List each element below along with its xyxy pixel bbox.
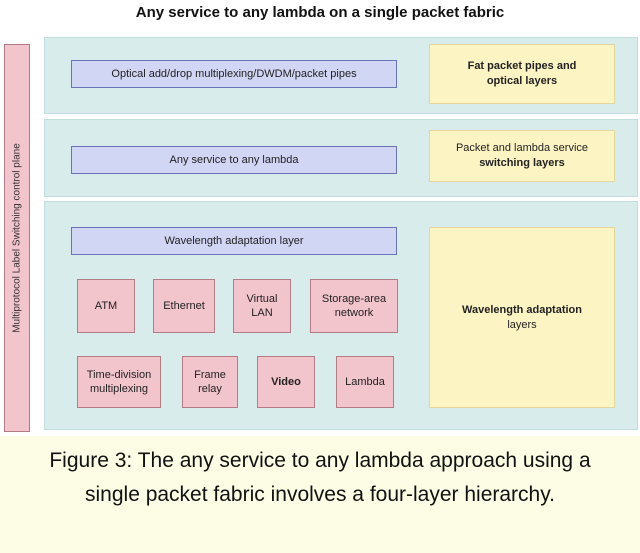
service-label: Virtual (246, 293, 278, 305)
service-label: relay (198, 383, 222, 395)
service-label: Lambda (345, 376, 385, 388)
diagram-title: Any service to any lambda on a single pa… (135, 4, 505, 21)
service-box-lambda: Lambda (336, 356, 394, 408)
control-plane-bar: Multiprotocol Label Switching control pl… (4, 44, 30, 432)
control-plane-label: Multiprotocol Label Switching control pl… (11, 143, 23, 333)
service-label: ATM (94, 300, 118, 312)
wavelength-adaptation-box: Wavelength adaptation layer (71, 227, 397, 255)
service-label: multiplexing (89, 383, 149, 395)
any-service-pipe-box: Any service to any lambda (71, 146, 397, 174)
service-label: Storage-area (321, 293, 387, 305)
figure-caption-area: Figure 3: The any service to any lambda … (0, 436, 640, 553)
layer-band-optical: Optical add/drop multiplexing/DWDM/packe… (44, 37, 638, 114)
service-box-video: Video (257, 356, 315, 408)
optical-note-line2: optical layers (486, 75, 558, 87)
service-label: Video (271, 376, 301, 388)
service-box-tdm: Time-division multiplexing (77, 356, 161, 408)
adaptation-note-line1: Wavelength adaptation (462, 303, 582, 316)
adaptation-note-line2: layers (507, 318, 537, 331)
service-box-ethernet: Ethernet (153, 279, 215, 333)
layer-band-adaptation: Wavelength adaptation layer Wavelength a… (44, 201, 638, 430)
service-label: Time-division (86, 369, 152, 381)
layer-band-switching: Any service to any lambda Packet and lam… (44, 119, 638, 197)
service-box-frame-relay: Frame relay (182, 356, 238, 408)
optical-pipe-box: Optical add/drop multiplexing/DWDM/packe… (71, 60, 397, 88)
service-label: Frame (194, 369, 226, 381)
switching-note-line1: Packet and lambda service (455, 142, 589, 154)
optical-layer-note: Fat packet pipes and optical layers (429, 44, 615, 104)
switching-layer-note: Packet and lambda service switching laye… (429, 130, 615, 182)
figure-caption: Figure 3: The any service to any lambda … (49, 449, 591, 506)
adaptation-layer-note: Wavelength adaptation layers (429, 227, 615, 408)
service-box-atm: ATM (77, 279, 135, 333)
optical-note-line1: Fat packet pipes and (467, 60, 577, 72)
switching-note-line2: switching layers (479, 157, 565, 169)
service-label: LAN (251, 307, 273, 319)
service-label: Ethernet (163, 300, 205, 312)
service-box-storage-area-network: Storage-area network (310, 279, 398, 333)
service-label: network (334, 307, 374, 319)
